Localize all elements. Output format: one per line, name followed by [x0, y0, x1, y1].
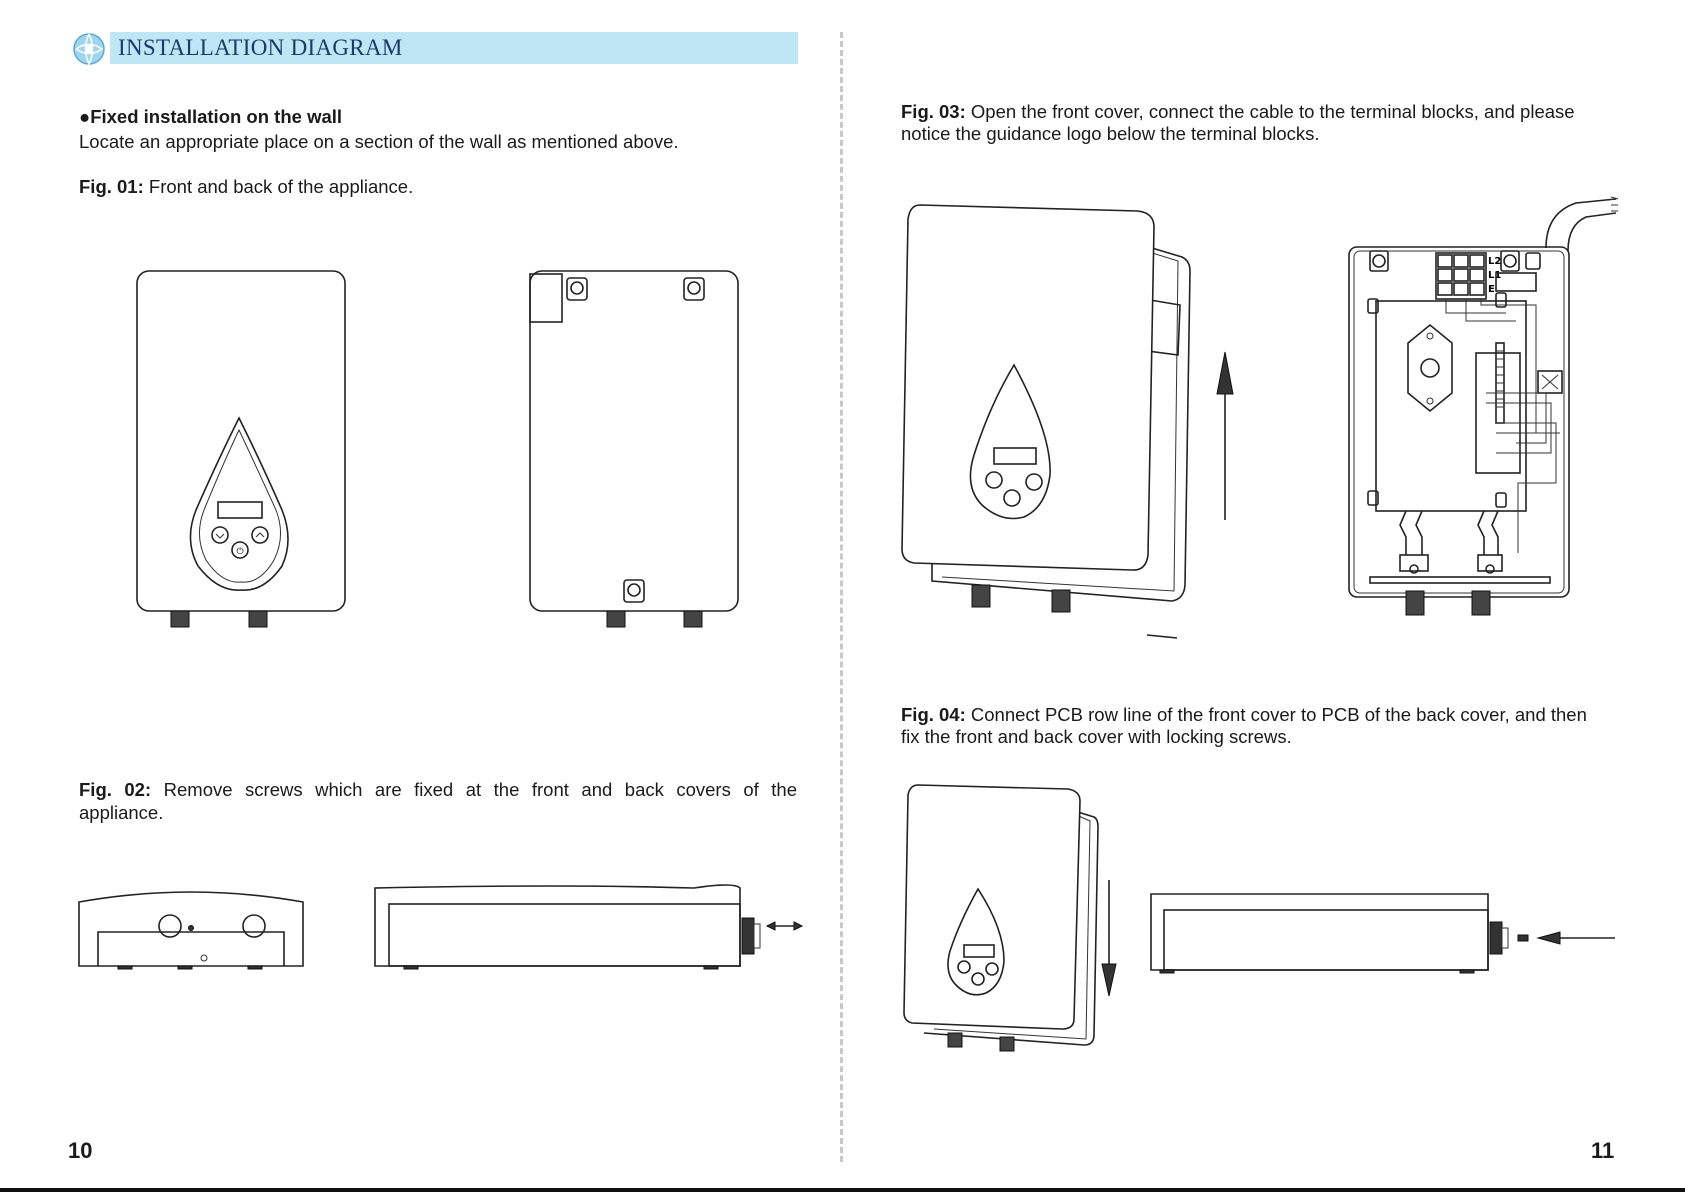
header-bar: [110, 32, 798, 64]
down-arrow-icon: [1101, 880, 1117, 997]
section-heading-text: Fixed installation on the wall: [90, 106, 343, 127]
terminal-label-l1: L1: [1488, 270, 1501, 281]
page-title: INSTALLATION DIAGRAM: [118, 35, 403, 60]
terminal-label-e: E: [1488, 284, 1495, 295]
fig01-text: Front and back of the appliance.: [148, 176, 414, 197]
fig03-front-cover-open: [901, 204, 1191, 639]
terminal-label-l2: L2: [1488, 256, 1501, 267]
fig02-text-line2: appliance.: [79, 802, 164, 823]
fig01-caption: Fig. 01: Front and back of the appliance…: [79, 176, 413, 198]
wiring-diagram: L2 L1 E: [1348, 196, 1619, 616]
fig04-front-cover-closing: [903, 784, 1099, 1052]
section-heading: ●Fixed installation on the wall: [79, 106, 342, 128]
fig03-label: Fig. 03:: [901, 101, 966, 122]
appliance-bottom-view: [78, 891, 304, 970]
fig02-text-line1: Remove screws which are fixed at the fro…: [163, 779, 798, 800]
page-divider: [840, 32, 843, 1162]
fig01-label: Fig. 01:: [79, 176, 144, 197]
fig04-text-line2: fix the front and back cover with lockin…: [901, 726, 1292, 747]
intro-text: Locate an appropriate place on a section…: [79, 131, 679, 152]
fig04-caption-line1: Fig. 04: Connect PCB row line of the fro…: [901, 704, 1587, 726]
fig02-caption-line1: Fig. 02: Remove screws which are fixed a…: [79, 779, 797, 801]
fig03-text-line2: notice the guidance logo below the termi…: [901, 123, 1320, 144]
fig04-text-line1: Connect PCB row line of the front cover …: [970, 704, 1587, 725]
bullet: ●: [79, 106, 91, 127]
fig02-label: Fig. 02:: [79, 779, 152, 800]
fig04-label: Fig. 04:: [901, 704, 966, 725]
fig04-side-view: [1150, 893, 1615, 974]
fig03-text-line1: Open the front cover, connect the cable …: [970, 101, 1575, 122]
globe-logo-icon: [73, 33, 105, 66]
bottom-rule: [0, 1188, 1685, 1192]
appliance-front-illustration: ⏻: [136, 270, 346, 628]
fig03-caption-line1: Fig. 03: Open the front cover, connect t…: [901, 101, 1575, 123]
page-number-right: 11: [1591, 1138, 1615, 1163]
up-arrow-icon: [1216, 351, 1234, 520]
svg-text:⏻: ⏻: [236, 546, 243, 557]
page-number-left: 10: [68, 1138, 93, 1163]
appliance-back-illustration: [529, 270, 739, 628]
appliance-side-view: [374, 884, 804, 970]
